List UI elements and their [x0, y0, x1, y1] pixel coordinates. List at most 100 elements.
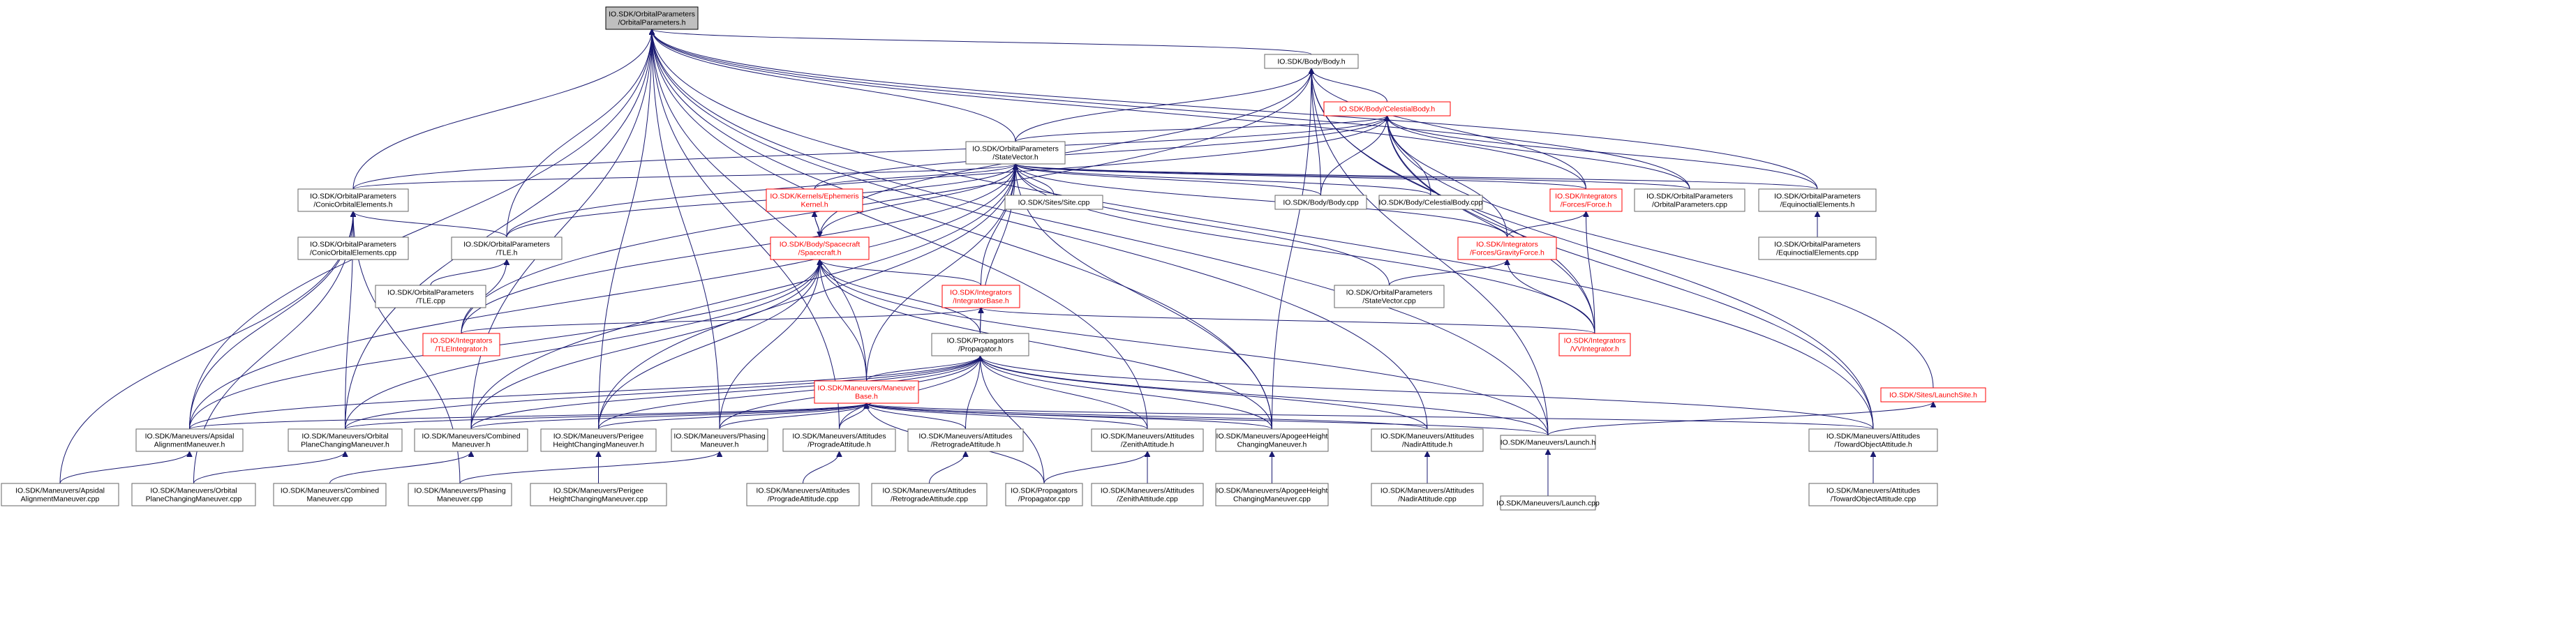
edge-n3-n27: [470, 164, 1015, 430]
edge-n0-n28: [598, 29, 653, 430]
edge-n1-n13: [1311, 68, 1586, 190]
graph-node[interactable]: IO.SDK/OrbitalParameters/ConicOrbitalEle…: [297, 236, 409, 260]
graph-node[interactable]: IO.SDK/Body/CelestialBody.h: [1323, 101, 1451, 116]
node-label: IO.SDK/Maneuvers/Phasing: [414, 487, 505, 495]
graph-node[interactable]: IO.SDK/Maneuvers/Attitudes/RetrogradeAtt…: [871, 483, 988, 506]
graph-node[interactable]: IO.SDK/OrbitalParameters/EquinoctialElem…: [1758, 188, 1877, 212]
graph-node[interactable]: IO.SDK/OrbitalParameters/OrbitalParamete…: [1634, 188, 1745, 212]
node-label: /StateVector.cpp: [1362, 297, 1416, 306]
node-box: [1808, 483, 1938, 506]
graph-node[interactable]: IO.SDK/Body/Body.h: [1264, 54, 1359, 69]
graph-node[interactable]: IO.SDK/Maneuvers/Launch.h: [1500, 435, 1596, 450]
graph-node[interactable]: IO.SDK/Maneuvers/PerigeeHeightChangingMa…: [540, 428, 657, 452]
graph-node[interactable]: IO.SDK/Sites/Site.cpp: [1004, 195, 1103, 210]
graph-node[interactable]: IO.SDK/Integrators/Forces/Force.h: [1549, 188, 1623, 212]
graph-node[interactable]: IO.SDK/Body/Spacecraft/Spacecraft.h: [770, 236, 870, 260]
edge-n9-n25: [189, 260, 820, 430]
graph-node[interactable]: IO.SDK/Integrators/IntegratorBase.h: [941, 285, 1020, 308]
graph-node[interactable]: IO.SDK/Maneuvers/PerigeeHeightChangingMa…: [530, 483, 667, 506]
graph-node[interactable]: IO.SDK/Maneuvers/ApsidalAlignmentManeuve…: [135, 428, 244, 452]
graph-node[interactable]: IO.SDK/Maneuvers/Attitudes/TowardObjectA…: [1808, 428, 1938, 452]
node-box: [530, 483, 667, 506]
node-label: IO.SDK/OrbitalParameters: [463, 241, 550, 249]
graph-node[interactable]: IO.SDK/Maneuvers/Attitudes/NadirAttitude…: [1371, 428, 1484, 452]
graph-node[interactable]: IO.SDK/Maneuvers/Attitudes/ProgradeAttit…: [746, 483, 860, 506]
graph-node[interactable]: IO.SDK/Maneuvers/Attitudes/NadirAttitude…: [1371, 483, 1484, 506]
node-label: IO.SDK/Maneuvers/Attitudes: [1826, 433, 1920, 441]
edge-n24-n26: [345, 403, 867, 430]
node-label: IO.SDK/Maneuvers/Attitudes: [792, 433, 886, 441]
node-label: /TLEIntegrator.h: [435, 345, 487, 354]
graph-node[interactable]: IO.SDK/Maneuvers/ApogeeHeightChangingMan…: [1215, 428, 1329, 452]
node-label: /ConicOrbitalElements.h: [313, 201, 392, 209]
edge-n21-n31: [965, 356, 981, 430]
node-box: [451, 236, 563, 260]
node-label: IO.SDK/Maneuvers/Attitudes: [918, 433, 1012, 441]
graph-node[interactable]: IO.SDK/Integrators/VVIntegrator.h: [1558, 333, 1631, 356]
node-label: /ConicOrbitalElements.cpp: [310, 249, 396, 257]
node-label: HeightChangingManeuver.cpp: [549, 495, 648, 504]
edge-n21-n26: [345, 355, 981, 430]
graph-node[interactable]: IO.SDK/Maneuvers/ApogeeHeightChangingMan…: [1215, 483, 1329, 506]
graph-node[interactable]: IO.SDK/Maneuvers/Attitudes/ProgradeAttit…: [782, 428, 896, 452]
node-box: [1215, 483, 1329, 506]
node-label: /RetrogradeAttitude.cpp: [891, 495, 968, 504]
node-label: /TowardObjectAttitude.cpp: [1831, 495, 1916, 504]
graph-node[interactable]: IO.SDK/OrbitalParameters/TLE.cpp: [375, 285, 486, 308]
graph-node[interactable]: IO.SDK/Propagators/Propagator.cpp: [1005, 483, 1083, 506]
edge-n9-n26: [345, 260, 820, 430]
node-label: /Forces/GravityForce.h: [1470, 249, 1544, 257]
edge-n2-n4: [352, 115, 1387, 190]
graph-node[interactable]: IO.SDK/OrbitalParameters/StateVector.h: [965, 141, 1066, 165]
graph-node[interactable]: IO.SDK/Maneuvers/OrbitalPlaneChangingMan…: [288, 428, 403, 452]
edge-n0-n32: [652, 29, 1148, 430]
graph-node[interactable]: IO.SDK/Propagators/Propagator.h: [931, 333, 1029, 356]
node-label: /OrbitalParameters.h: [618, 19, 686, 27]
graph-node[interactable]: IO.SDK/Body/CelestialBody.cpp: [1378, 195, 1483, 210]
graph-node[interactable]: IO.SDK/OrbitalParameters/ConicOrbitalEle…: [297, 188, 409, 212]
graph-node[interactable]: IO.SDK/Maneuvers/Attitudes/TowardObjectA…: [1808, 483, 1938, 506]
graph-node[interactable]: IO.SDK/Maneuvers/ApsidalAlignmentManeuve…: [1, 483, 119, 506]
node-box: [1371, 483, 1484, 506]
graph-node[interactable]: IO.SDK/Integrators/TLEIntegrator.h: [422, 333, 500, 356]
edge-n2-n23: [1387, 116, 1934, 389]
node-label: HeightChangingManeuver.h: [553, 441, 643, 449]
node-box: [907, 428, 1024, 452]
node-label: IO.SDK/Maneuvers/ApogeeHeight: [1216, 433, 1328, 441]
graph-node[interactable]: IO.SDK/Maneuvers/Attitudes/RetrogradeAtt…: [907, 428, 1024, 452]
edge-n21-n33: [981, 356, 1272, 430]
node-label: /IntegratorBase.h: [953, 297, 1009, 306]
node-box: [1880, 387, 1986, 403]
edge-n23-n35: [1547, 401, 1933, 436]
graph-node[interactable]: IO.SDK/Body/Body.cpp: [1274, 195, 1367, 210]
graph-node[interactable]: IO.SDK/Maneuvers/Attitudes/ZenithAttitud…: [1091, 428, 1204, 452]
graph-node[interactable]: IO.SDK/OrbitalParameters/StateVector.cpp: [1334, 285, 1445, 308]
edge-n9-n33: [820, 260, 1272, 430]
edge-n25-n37: [59, 451, 190, 484]
edge-n2-n11: [1320, 116, 1387, 196]
node-box: [408, 483, 512, 506]
edge-n9-n19: [820, 259, 981, 286]
node-label: /ProgradeAttitude.h: [807, 441, 871, 449]
graph-node[interactable]: IO.SDK/Integrators/Forces/GravityForce.h: [1457, 236, 1557, 260]
node-box: [1378, 195, 1483, 210]
node-box: [1091, 483, 1204, 506]
node-label: /TLE.h: [496, 249, 518, 257]
edge-n0-n4: [352, 29, 652, 190]
graph-node[interactable]: IO.SDK/OrbitalParameters/EquinoctialElem…: [1758, 236, 1877, 260]
graph-node[interactable]: IO.SDK/Maneuvers/OrbitalPlaneChangingMan…: [131, 483, 256, 506]
node-label: /StateVector.h: [992, 153, 1038, 162]
edge-n1-n2: [1311, 68, 1387, 103]
graph-node[interactable]: IO.SDK/Maneuvers/Launch.cpp: [1496, 495, 1600, 511]
edge-n2-n17: [1387, 116, 1507, 238]
node-box: [273, 483, 387, 506]
graph-node[interactable]: IO.SDK/Maneuvers/Attitudes/ZenithAttitud…: [1091, 483, 1204, 506]
graph-node[interactable]: IO.SDK/Sites/LaunchSite.h: [1880, 387, 1986, 403]
graph-node[interactable]: IO.SDK/OrbitalParameters/TLE.h: [451, 236, 563, 260]
